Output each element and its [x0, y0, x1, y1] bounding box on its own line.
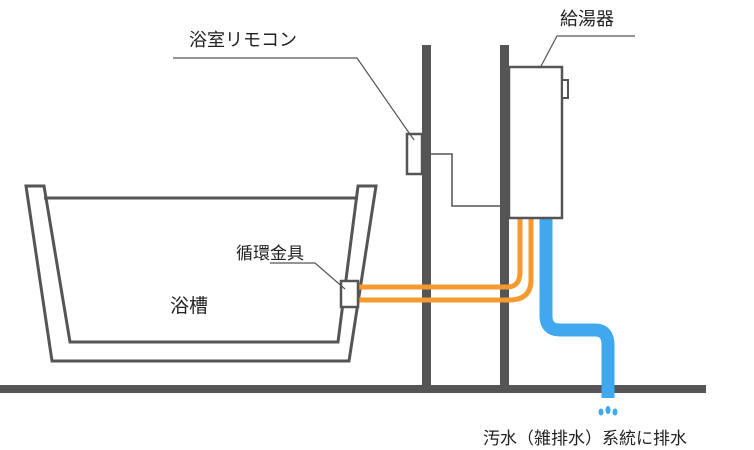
bathroom-remote — [405, 132, 424, 176]
wall-right — [500, 45, 509, 388]
remote-wire — [431, 153, 500, 207]
drain-pipe — [539, 218, 615, 398]
label-water-heater: 給湯器 — [560, 9, 614, 30]
leader-remote — [173, 57, 415, 141]
leader-fitting — [270, 262, 346, 290]
water-drops-icon — [598, 406, 618, 416]
label-fitting: 循環金具 — [236, 244, 304, 264]
circulation-fitting — [339, 279, 360, 309]
water-heater-side-tab — [561, 79, 569, 99]
label-drain: 汚水（雑排水）系統に排水 — [483, 429, 687, 449]
wall-left — [422, 45, 431, 388]
leader-water-heater — [539, 35, 635, 69]
floor-line — [0, 385, 706, 393]
label-bathtub: 浴槽 — [170, 295, 208, 317]
water-heater — [507, 65, 564, 220]
label-remote: 浴室リモコン — [189, 30, 297, 51]
bathtub — [24, 184, 378, 363]
hot-water-pipes — [358, 218, 534, 303]
